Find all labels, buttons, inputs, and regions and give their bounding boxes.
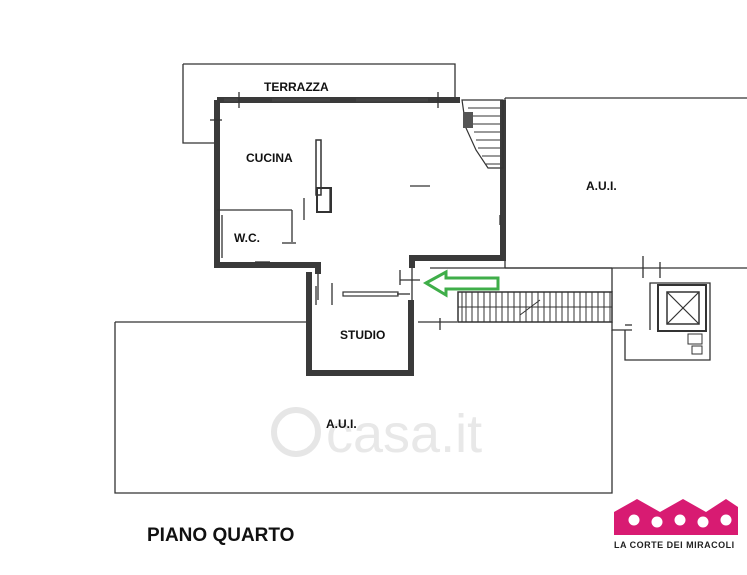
wc-fixtures (221, 215, 270, 263)
room-label-cucina: CUCINA (246, 151, 293, 165)
aui-bottom-area (114, 321, 613, 494)
watermark-text: casa.it (326, 404, 482, 464)
brand-logo: LA CORTE DEI MIRACOLI (614, 499, 738, 550)
studio-details (315, 270, 420, 305)
kitchen-fixtures (282, 139, 501, 244)
entrance-arrow-icon (422, 269, 500, 298)
aui-right-area (504, 97, 747, 269)
elevator-icon (624, 282, 711, 361)
brand-name: LA CORTE DEI MIRACOLI (614, 540, 735, 550)
top-windows (210, 92, 439, 121)
spiral-stairs-icon (461, 99, 504, 169)
room-label-aui-right: A.U.I. (586, 179, 617, 193)
watermark-house-icon (271, 407, 321, 457)
floor-title: PIANO QUARTO (147, 525, 295, 546)
watermark: casa.it (271, 404, 482, 464)
terrace-outline (182, 63, 456, 144)
room-label-terrazza: TERRAZZA (264, 80, 329, 94)
room-label-wc: W.C. (234, 231, 260, 245)
room-label-aui-bottom: A.U.I. (326, 417, 357, 431)
room-label-studio: STUDIO (340, 328, 385, 342)
corridor-stairs-icon (457, 291, 613, 323)
